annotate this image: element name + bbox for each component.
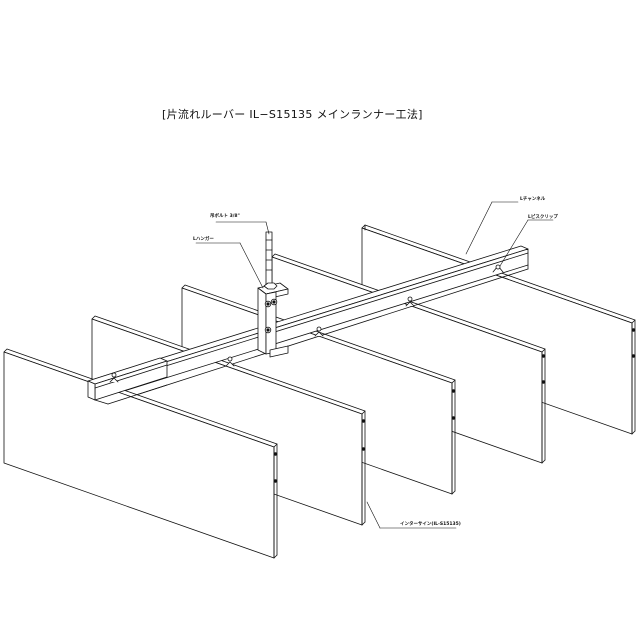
hanger-assembly xyxy=(257,231,289,358)
louver-panel-1 xyxy=(3,348,278,559)
clip-2 xyxy=(225,356,235,367)
label-inter-sign: インターサイン(IL-S15135) xyxy=(400,522,461,527)
label-l-hanger: Lハンガー xyxy=(193,237,214,242)
main-channel-front xyxy=(87,357,168,405)
clip-5 xyxy=(492,264,504,273)
clip-3 xyxy=(314,326,324,337)
leader-lines xyxy=(195,201,554,529)
label-hanging-bolt: 吊ボルト 3/8" xyxy=(210,214,240,219)
drawing-title: [片流れルーバー IL−S15135 メインランナー工法] xyxy=(162,108,423,121)
label-l-channel: Lチャンネル xyxy=(520,197,546,202)
label-l-clip: Lピスクリップ xyxy=(528,215,558,220)
clip-4 xyxy=(405,296,415,307)
